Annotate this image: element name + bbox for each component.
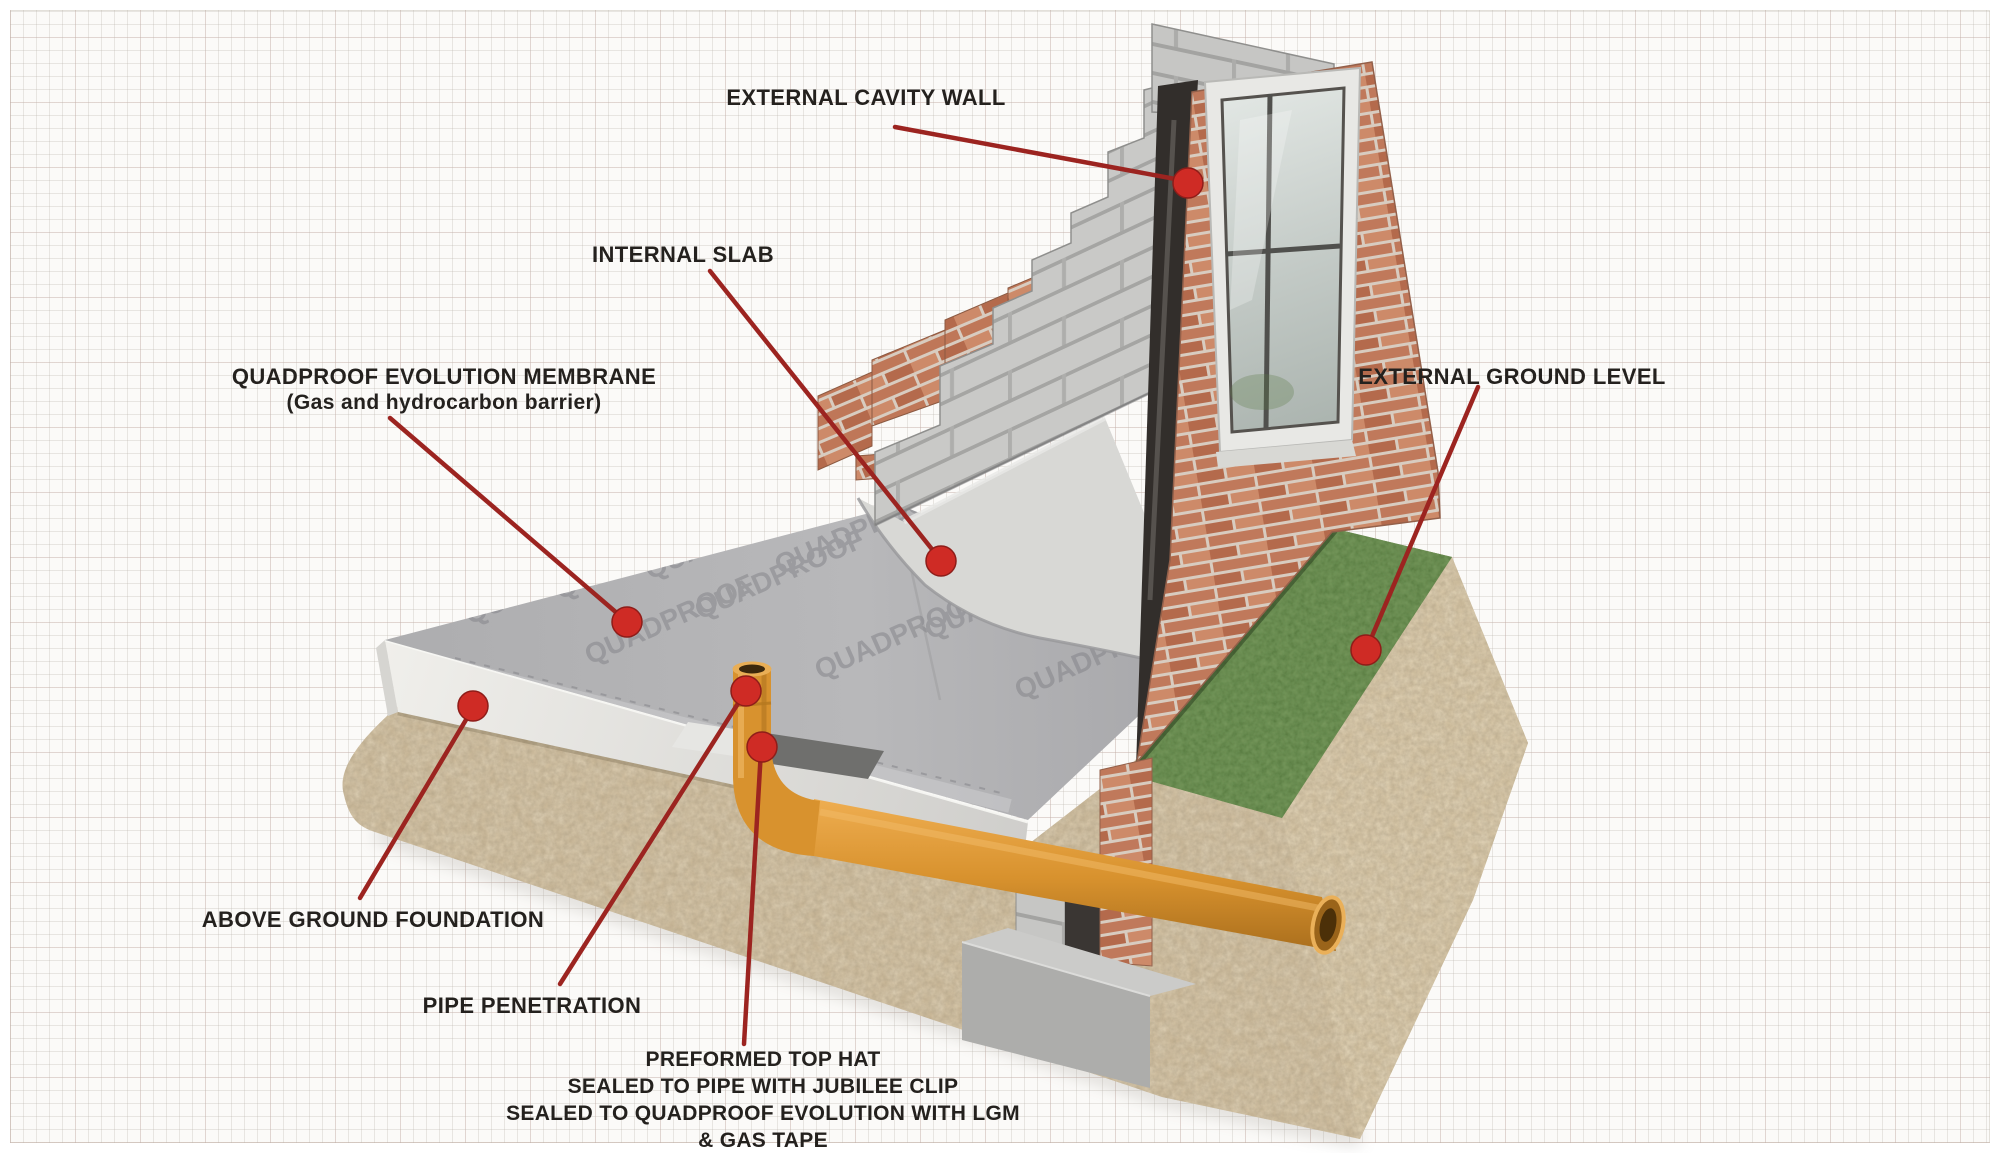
window-sill	[1216, 440, 1356, 468]
pipe-vertical-and-elbow	[733, 668, 820, 856]
leader-pipe-penetration	[557, 691, 747, 987]
label-above-ground-foundation: ABOVE GROUND FOUNDATION	[201, 907, 545, 932]
dot-above-ground-foundation	[457, 690, 489, 722]
leader-internal-slab	[707, 268, 942, 561]
label-top-hat-line3: SEALED TO QUADPROOF EVOLUTION WITH LGM	[506, 1102, 1020, 1125]
leader-external-cavity-wall	[892, 124, 1189, 184]
window	[1203, 66, 1362, 468]
label-internal-slab: INTERNAL SLAB	[591, 242, 775, 267]
label-top-hat-line2: SEALED TO PIPE WITH JUBILEE CLIP	[567, 1075, 959, 1098]
glass-green-reflection	[1230, 374, 1294, 410]
label-top-hat-block: PREFORMED TOP HAT SEALED TO PIPE WITH JU…	[506, 1046, 1020, 1153]
dot-top-hat	[746, 731, 778, 763]
dot-internal-slab	[925, 545, 957, 577]
leader-above-ground-foundation	[357, 705, 476, 901]
external-brick-wall	[1135, 61, 1441, 765]
dot-membrane	[611, 606, 643, 638]
leader-membrane	[387, 415, 628, 623]
leader-lines	[357, 124, 1481, 1047]
label-external-cavity-wall: EXTERNAL CAVITY WALL	[726, 85, 1006, 110]
concrete-footing	[961, 928, 1196, 1088]
window-glass	[1220, 86, 1346, 434]
service-pipe	[732, 661, 1346, 955]
label-top-hat-line1: PREFORMED TOP HAT	[645, 1048, 881, 1071]
dot-external-ground-level	[1350, 634, 1382, 666]
label-membrane-line1: QUADPROOF EVOLUTION MEMBRANE	[231, 364, 657, 389]
label-pipe-penetration: PIPE PENETRATION	[422, 993, 642, 1018]
dot-pipe-penetration	[730, 675, 762, 707]
label-external-ground-level: EXTERNAL GROUND LEVEL	[1358, 364, 1666, 389]
cavity-membrane-strip	[1136, 80, 1198, 768]
window-mullion	[1263, 93, 1273, 429]
label-top-hat-line4: & GAS TAPE	[698, 1129, 828, 1152]
glass-reflection	[1230, 110, 1292, 310]
marker-dots	[457, 167, 1382, 763]
dot-external-cavity-wall	[1172, 167, 1204, 199]
leader-external-ground-level	[1364, 384, 1481, 651]
leader-top-hat	[741, 747, 764, 1047]
window-transom	[1225, 243, 1341, 257]
stepped-block-wall	[874, 85, 1161, 527]
label-membrane-line2: (Gas and hydrocarbon barrier)	[286, 391, 602, 414]
internal-slab-shape	[856, 415, 1186, 662]
